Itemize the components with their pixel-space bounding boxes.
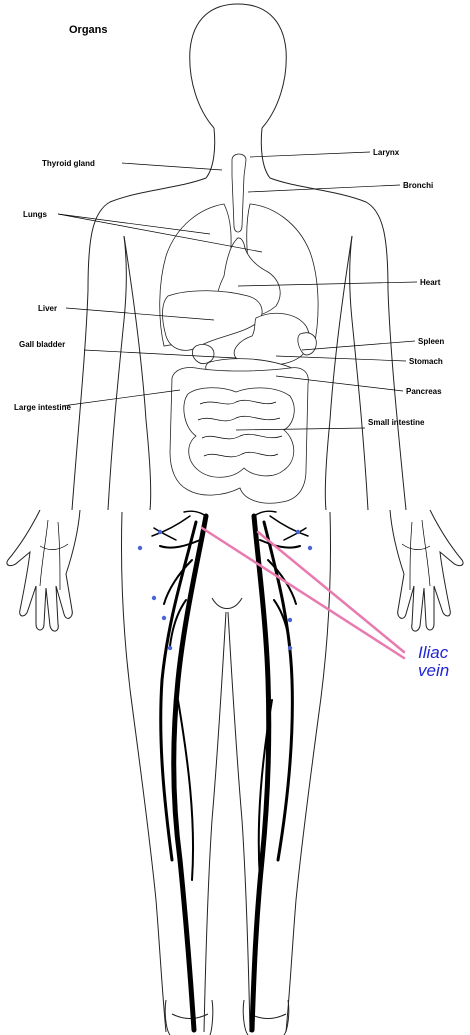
leader-thyroid — [122, 163, 222, 170]
left-foot — [165, 1000, 213, 1035]
right-hand — [390, 510, 463, 631]
label-bronchi: Bronchi — [403, 181, 433, 190]
iliac-pointer-lines — [202, 528, 404, 658]
left-upper-branches — [152, 511, 206, 540]
vein-dot — [158, 530, 162, 534]
label-gall-bladder: Gall bladder — [19, 340, 65, 349]
iliac-label-line1: Iliac — [418, 643, 449, 662]
right-hand-outline — [390, 510, 463, 631]
vein-dot — [138, 546, 142, 550]
leader-spleen — [302, 341, 415, 350]
crotch-outline — [212, 598, 242, 609]
label-larynx: Larynx — [373, 148, 400, 157]
vein-dot — [152, 596, 156, 600]
iliac-label-line2: vein — [418, 661, 449, 680]
right-leg-outline — [286, 512, 331, 1032]
larynx-trachea — [232, 154, 246, 232]
label-liver: Liver — [38, 304, 57, 313]
vein-dot — [168, 646, 172, 650]
lower-body-figure: Iliac vein — [7, 510, 463, 1035]
iliac-pointer-left — [202, 528, 404, 658]
vein-dot — [288, 618, 292, 622]
left-leg-outline — [122, 512, 167, 1032]
label-large-intestine: Large intestine — [14, 403, 71, 412]
left-hand — [7, 510, 80, 631]
leader-lungs-right — [58, 214, 262, 252]
right-hand-veins — [402, 520, 430, 590]
vein-dot — [288, 646, 292, 650]
inner-leg-outline-left — [204, 612, 226, 1032]
leader-larynx — [250, 152, 370, 157]
right-inner-arm-outline — [350, 236, 368, 510]
organs-title: Organs — [69, 24, 108, 36]
inner-leg-outline-right — [228, 612, 250, 1032]
left-hand-veins — [40, 520, 68, 590]
left-inner-arm-outline — [108, 236, 126, 510]
left-hand-outline — [7, 510, 80, 631]
left-torso-side — [124, 236, 151, 510]
label-spleen: Spleen — [418, 337, 444, 346]
gall-bladder — [192, 344, 214, 363]
vein-dot — [296, 530, 300, 534]
small-intestine — [184, 388, 294, 478]
right-torso-side — [325, 236, 352, 510]
leader-large-intestine — [62, 390, 180, 406]
label-heart: Heart — [420, 278, 441, 287]
label-thyroid-gland: Thyroid gland — [42, 159, 95, 168]
label-pancreas: Pancreas — [406, 387, 442, 396]
vein-dot — [162, 616, 166, 620]
head-outline — [190, 4, 287, 128]
vein-dot — [308, 546, 312, 550]
label-stomach: Stomach — [409, 357, 443, 366]
right-great-vein — [252, 516, 269, 1030]
right-leg-veins — [252, 511, 308, 1030]
label-lungs: Lungs — [23, 210, 48, 219]
organs — [160, 154, 318, 503]
label-small-intestine: Small intestine — [368, 418, 425, 427]
